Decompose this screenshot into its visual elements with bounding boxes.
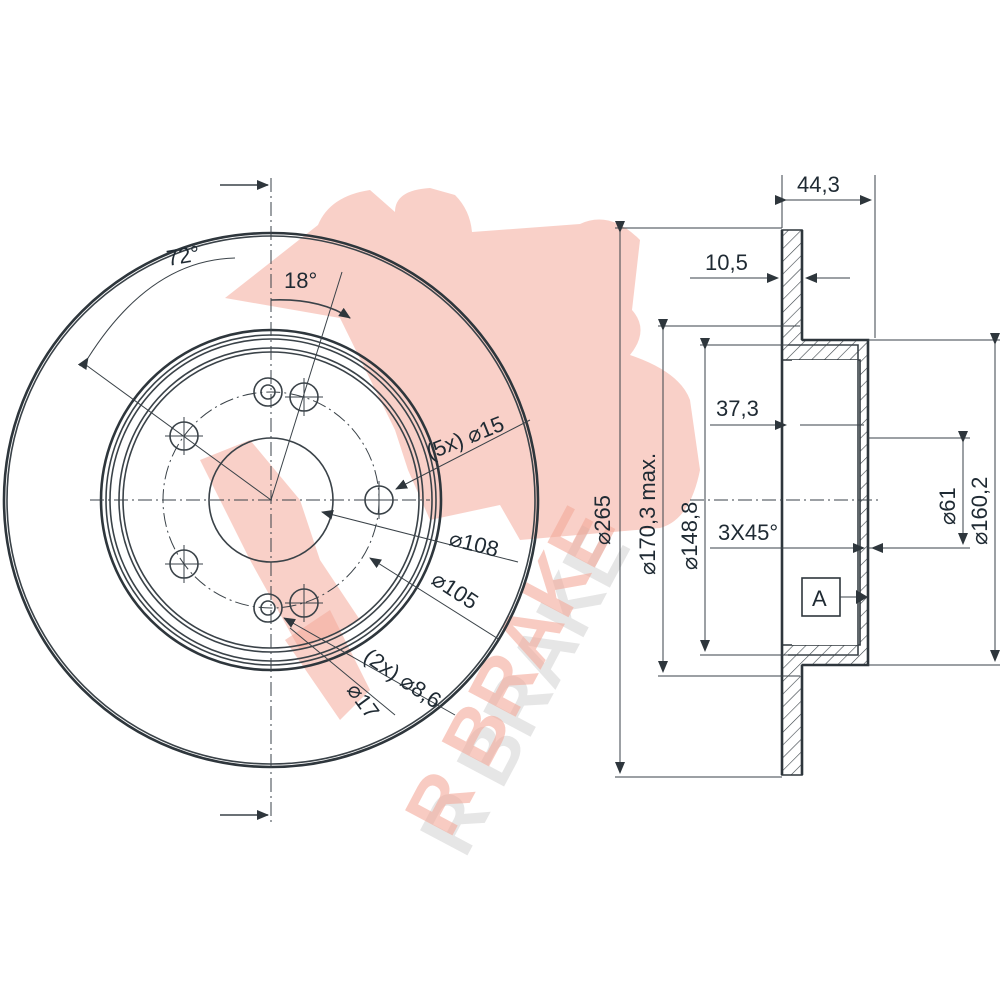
chamfer-label: 3X45° xyxy=(718,520,778,545)
leader-pilot xyxy=(369,557,501,641)
bolt-circle-label: ⌀108 xyxy=(447,526,502,562)
leader-small-boss xyxy=(289,627,396,716)
datum-label: A xyxy=(812,586,827,611)
small-holes xyxy=(253,377,283,623)
disc-thickness-label: 10,5 xyxy=(705,250,748,275)
mount-face-label: ⌀160,2 xyxy=(967,477,992,545)
bolt-hole-icon xyxy=(285,584,323,622)
hat-outline xyxy=(802,338,870,667)
pilot-label: ⌀105 xyxy=(427,566,483,614)
angle-18-label: 18° xyxy=(284,268,317,293)
small-hole-icon xyxy=(253,377,283,407)
overall-height-label: 44,3 xyxy=(797,172,840,197)
center-bore-label: ⌀61 xyxy=(935,487,960,525)
angle-ray-18 xyxy=(270,271,343,501)
leader-bolt-holes xyxy=(395,419,531,490)
hat-depth-label: 37,3 xyxy=(716,396,759,421)
side-view: A 44,3 10,5 37,3 3X45° ⌀265 ⌀170,3 max. … xyxy=(590,172,1000,778)
datum-triangle-icon xyxy=(856,590,868,604)
angle-arc-72 xyxy=(77,257,236,370)
leader-bolt-circle xyxy=(321,509,519,563)
angle-arc-18 xyxy=(270,299,351,319)
outer-diameter-label: ⌀265 xyxy=(590,495,615,545)
bolt-hole-icon xyxy=(285,378,323,416)
max-wear-diameter-label: ⌀170,3 max. xyxy=(635,453,660,575)
bolt-hole-icon xyxy=(165,545,203,583)
leader-small-holes xyxy=(283,617,456,716)
small-hole-icon xyxy=(253,593,283,623)
angle-ray-left xyxy=(85,364,272,501)
hat-diameter-label: ⌀148,8 xyxy=(677,502,702,570)
angle-72-label: 72° xyxy=(165,241,202,271)
